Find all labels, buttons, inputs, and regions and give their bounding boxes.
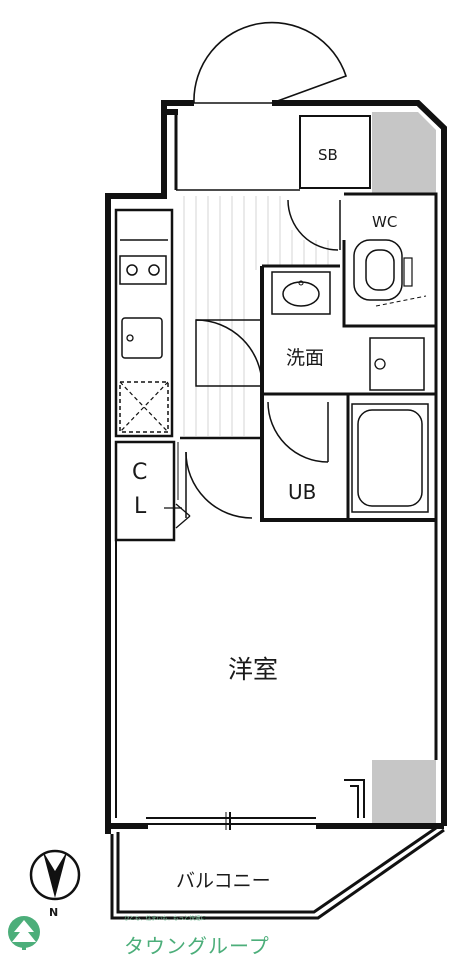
entrance-wall-left [161,100,194,112]
entrance-door-swing [193,21,348,104]
bath-door-swing [267,401,329,463]
logo-name: タウングループ [124,934,270,958]
outer-wall [105,100,447,834]
washbasin [271,271,331,315]
unit-bath-label: UB [288,480,317,504]
closet-label-l: L [134,494,147,519]
kitchen-door-swing [195,319,263,387]
north-arrow [29,849,81,901]
balcony-window [146,812,316,830]
company-logo-icon [8,916,40,950]
logo-tagline: ひとも、住まいも、もっと快適に [124,916,207,922]
wc-door-swing [287,199,339,251]
kitchen-counter [114,208,174,438]
washroom-label: 洗面 [286,347,325,369]
toilet-label: WC [372,213,398,231]
western-room-label: 洋室 [228,655,279,684]
washing-machine-space [369,337,425,391]
closet [114,440,191,542]
balcony-label: バルコニー [176,870,271,892]
pipe-space-bottom-right [372,760,436,826]
balcony-outline [110,828,445,920]
pipe-space-top-right [372,112,436,194]
shoe-box [299,115,371,189]
toilet [353,239,427,307]
shoe-box-label: SB [318,146,338,164]
room-door [180,436,262,519]
closet-label-c: C [132,460,148,485]
bathtub [351,403,429,513]
north-label: N [49,906,59,919]
